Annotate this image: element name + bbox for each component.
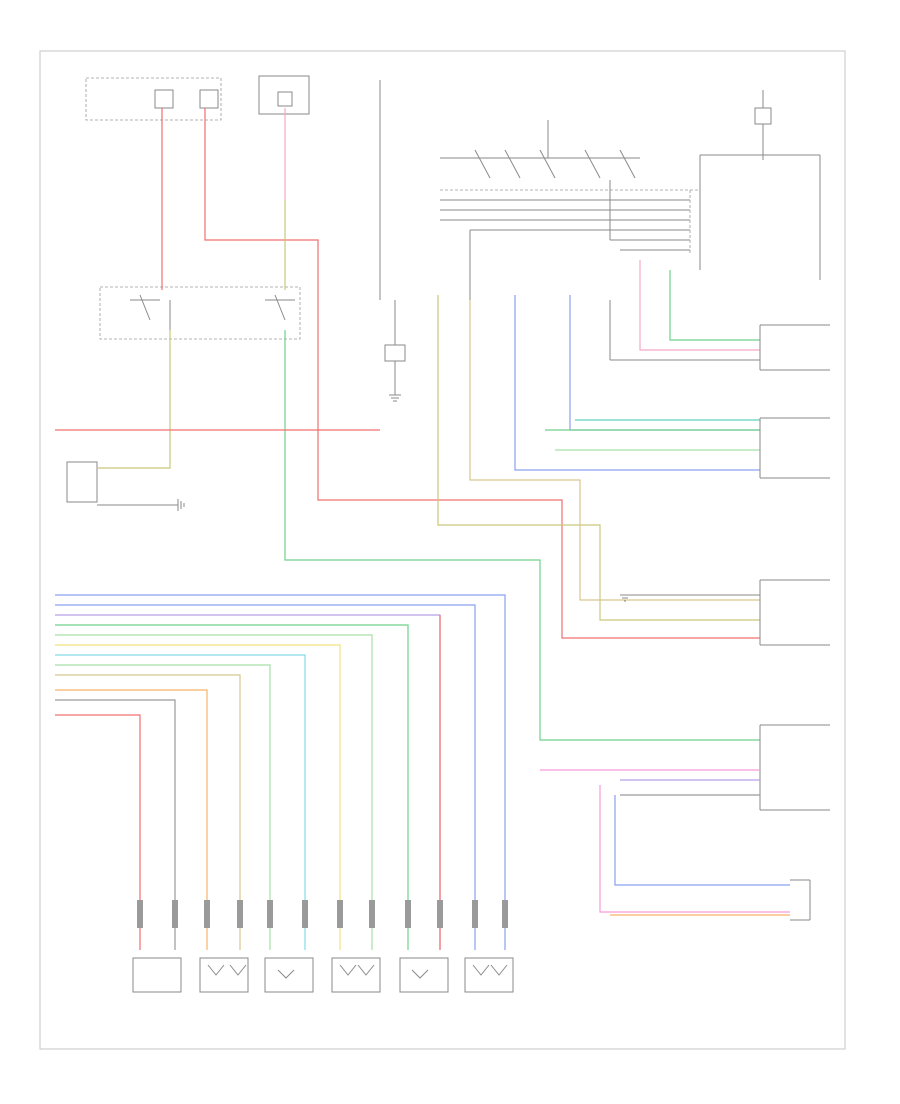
fuse-icon xyxy=(277,91,293,107)
ground-icon xyxy=(177,499,185,511)
connector-row xyxy=(137,900,508,928)
relay-module-left xyxy=(99,286,301,340)
wire-pink-right xyxy=(639,260,760,351)
connector-icon xyxy=(237,900,243,928)
pressure-switch xyxy=(66,461,185,511)
wire-olive xyxy=(97,330,171,469)
fuse-icon xyxy=(199,89,219,109)
motor-icon xyxy=(331,957,381,993)
connector-icon xyxy=(302,900,308,928)
switch-icon xyxy=(66,461,98,503)
connector-icon xyxy=(472,900,478,928)
motor-row xyxy=(132,957,514,993)
wire-blue-2 xyxy=(569,295,760,431)
fuse-icon xyxy=(754,107,772,125)
connector-icon xyxy=(204,900,210,928)
wire-bundle-orange xyxy=(55,689,208,950)
wire-bundle-tan xyxy=(55,674,241,950)
connector-icon xyxy=(437,900,443,928)
module-right-lower xyxy=(759,724,830,811)
module-right-sensor xyxy=(759,417,830,479)
connector-icon xyxy=(369,900,375,928)
connector-icon xyxy=(172,900,178,928)
relay-icon xyxy=(384,344,406,362)
fuse-block-right xyxy=(689,90,821,280)
diagram-frame xyxy=(39,50,846,1050)
connector-icon xyxy=(337,900,343,928)
connector-icon xyxy=(502,900,508,928)
wire-tan xyxy=(469,300,760,601)
fuse-dashed-outline xyxy=(85,77,222,121)
motor-icon xyxy=(399,957,449,993)
wire-green-right xyxy=(669,270,760,341)
sensor-box xyxy=(132,957,182,993)
motor-icon xyxy=(199,957,249,993)
wire-olive-center xyxy=(437,295,760,621)
fuse-block-left xyxy=(85,75,310,121)
wire-blue xyxy=(514,295,760,471)
wire-bundle-red xyxy=(55,714,141,950)
connector-icon xyxy=(137,900,143,928)
wire-magenta-lower xyxy=(599,785,790,913)
sensor-bottom-right xyxy=(790,879,811,921)
wire-red-long xyxy=(204,108,760,639)
wire-green xyxy=(284,330,760,741)
module-right-middle xyxy=(620,579,830,646)
wire-bundle-cyan xyxy=(55,654,306,950)
wire-bundle-blue2 xyxy=(55,604,476,950)
relay-module-outline xyxy=(99,286,301,340)
module-right-upper xyxy=(609,300,830,371)
wire-bundle-lightgreen2 xyxy=(55,664,271,950)
connector-icon xyxy=(267,900,273,928)
center-component xyxy=(379,80,406,402)
wire-blue-lower xyxy=(614,795,790,886)
ground-icon xyxy=(389,394,401,402)
fuse-icon xyxy=(154,89,174,109)
wire-bundle-lightgreen xyxy=(55,634,373,950)
motor-icon xyxy=(464,957,514,993)
wire-bundle-gray xyxy=(55,699,176,950)
connector-icon xyxy=(405,900,411,928)
wire-bundle-blue xyxy=(55,594,506,950)
wire-bundle-green xyxy=(55,624,409,950)
wire-bundle xyxy=(55,594,506,950)
switch-cluster-top xyxy=(440,120,700,300)
wire-bundle-yellow xyxy=(55,644,341,950)
